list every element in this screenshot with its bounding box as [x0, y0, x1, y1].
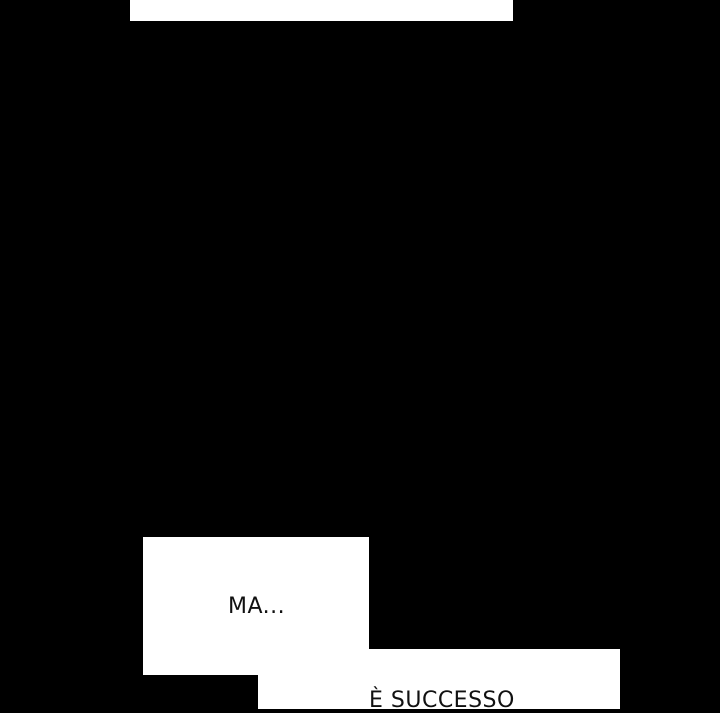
caption-box-2-lower: È SUCCESSO	[258, 649, 620, 713]
caption-box-1: MA...	[143, 537, 369, 675]
caption-text-2: È SUCCESSO	[369, 688, 515, 713]
caption-text-1: MA...	[228, 594, 286, 619]
top-caption-box	[130, 0, 513, 21]
